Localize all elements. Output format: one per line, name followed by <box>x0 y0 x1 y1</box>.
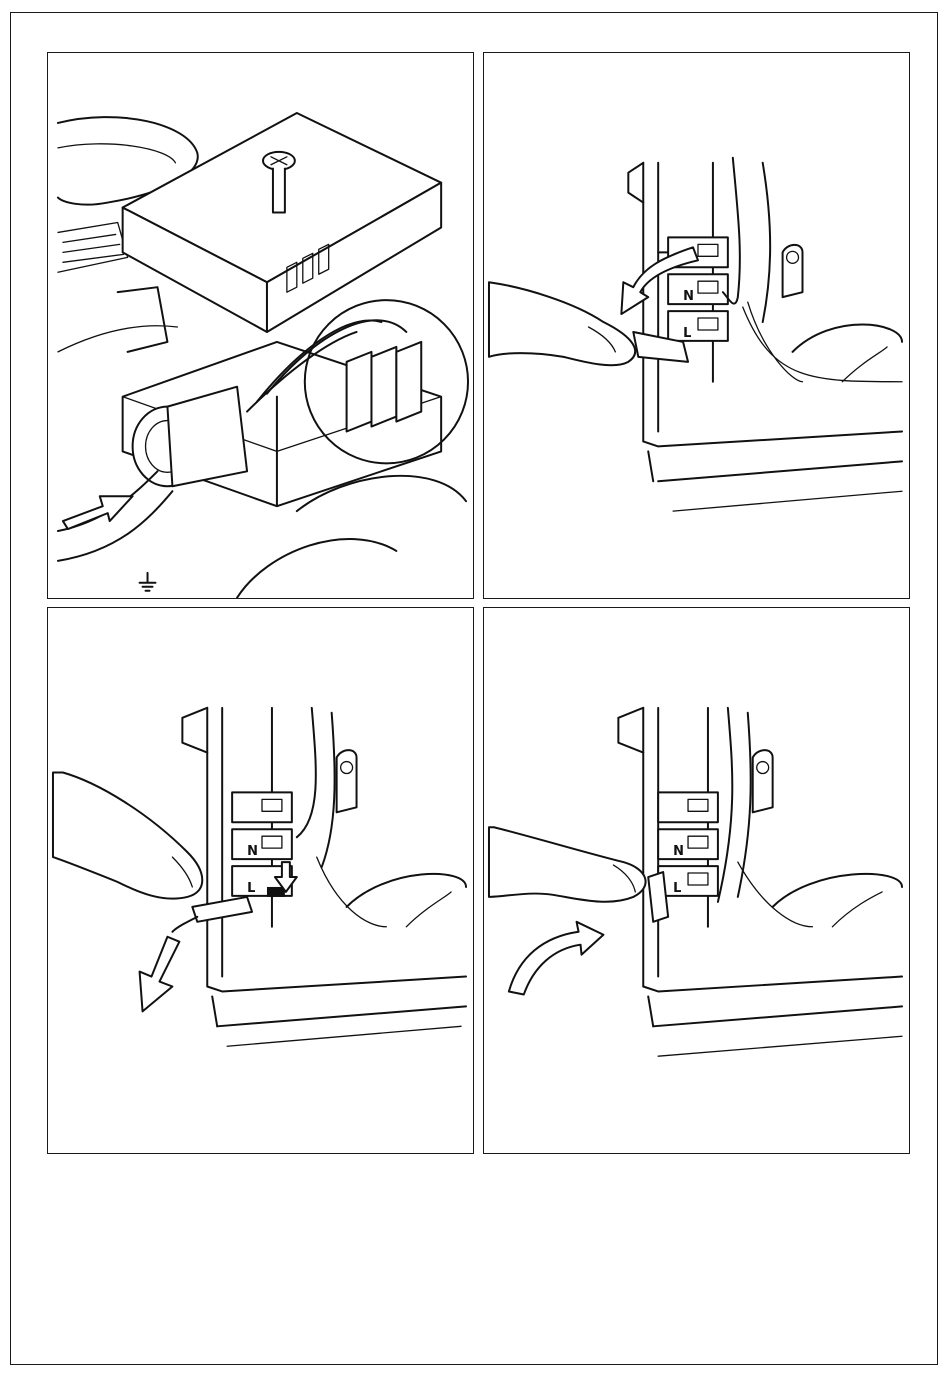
hand-icon <box>53 773 202 899</box>
terminal-label-n: N <box>247 844 258 859</box>
terminal-label-l: L <box>683 326 691 341</box>
figure-3-panel: N L <box>47 607 474 1154</box>
terminal-cover <box>123 113 442 332</box>
figure-2-panel: N L <box>483 52 910 599</box>
terminal-label-l: L <box>673 881 681 896</box>
figure-1-panel <box>47 52 474 599</box>
earth-symbol-icon <box>140 573 156 591</box>
terminal-label-n: N <box>683 289 694 304</box>
figure-1-illustration <box>48 53 473 598</box>
hand-icon <box>489 282 635 365</box>
terminal-label-l: L <box>247 881 255 896</box>
arrow-icon <box>140 937 180 1012</box>
figure-3-illustration: N L <box>48 608 473 1153</box>
terminal-label-n: N <box>673 844 684 859</box>
terminal-block: N L <box>658 792 718 896</box>
arrow-icon <box>509 922 604 995</box>
figure-4-panel: N L <box>483 607 910 1154</box>
figure-4-illustration: N L <box>484 608 909 1153</box>
figure-2-illustration: N L <box>484 53 909 598</box>
arrow-icon <box>63 496 133 529</box>
hand-icon <box>489 827 646 901</box>
scan-edge-marks <box>924 160 932 1060</box>
